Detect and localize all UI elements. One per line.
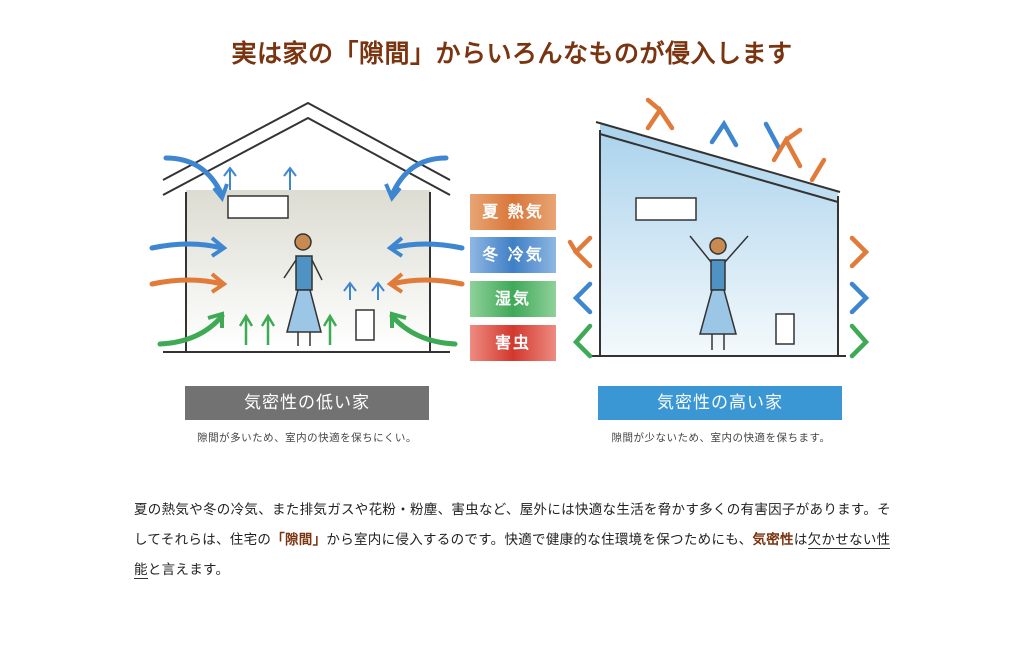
high-airtight-title: 気密性の高い家 — [598, 386, 842, 420]
paragraph-text-2: から室内に侵入するのです。快適で健康的な住環境を保つためにも、 — [326, 531, 753, 548]
underlined-phrase: 欠かせない性能 — [134, 531, 891, 579]
illustration — [149, 97, 870, 359]
page-title: 実は家の「隙間」からいろんなものが侵入します — [231, 39, 793, 68]
body-paragraph: 夏の熱気や冬の冷気、また排気ガスや花粉・粉塵、害虫など、屋外には快適な生活を脅か… — [134, 495, 904, 585]
paragraph-text-3: は — [793, 531, 808, 548]
woman-figure-icon — [283, 233, 323, 346]
woman-cheering-icon — [689, 235, 749, 350]
paragraph-text-1: 夏の熱気や冬の冷気、また排気ガスや花粉・粉塵、害虫など、屋外には快適な生活を脅か… — [134, 501, 891, 548]
air-conditioner-icon — [635, 197, 697, 221]
label-pests: 害虫 — [470, 325, 556, 361]
high-airtight-caption: 隙間が少ないため、室内の快適を保ちます。 — [611, 432, 831, 444]
label-humidity: 湿気 — [470, 281, 556, 317]
high-airtight-house — [567, 97, 870, 359]
low-airtight-house — [149, 101, 465, 353]
low-airtight-title: 気密性の低い家 — [185, 386, 429, 420]
emphasis-airtightness: 気密性 — [752, 531, 794, 548]
outlet-icon — [355, 309, 375, 341]
air-conditioner-icon — [227, 195, 289, 219]
emphasis-gap: 「隙間」 — [271, 531, 327, 548]
outlet-icon — [775, 313, 795, 345]
label-summer-heat: 夏 熱気 — [470, 194, 556, 230]
low-airtight-caption: 隙間が多いため、室内の快適を保ちにくい。 — [197, 432, 417, 444]
paragraph-text-4: と言えます。 — [147, 561, 230, 578]
label-winter-cold: 冬 冷気 — [470, 237, 556, 273]
